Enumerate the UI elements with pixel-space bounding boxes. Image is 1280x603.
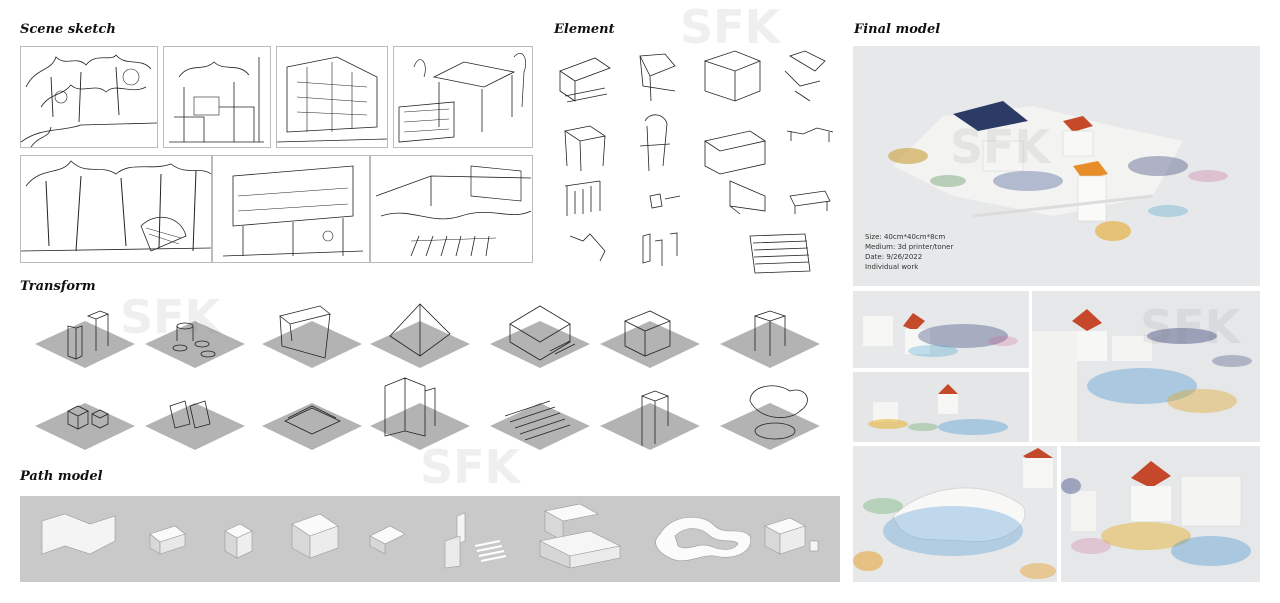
scene-sketch-6 xyxy=(212,155,370,263)
model-photo-detail-c xyxy=(1032,291,1260,442)
caption-medium: Medium: 3d printer/toner xyxy=(865,243,954,251)
playground-scene-sketch xyxy=(169,57,264,143)
final-model-main-photo: Size: 40cm*40cm*8cm Medium: 3d printer/t… xyxy=(853,46,1260,286)
final-model-photo-5 xyxy=(853,446,1057,582)
final-model-photo-2 xyxy=(853,291,1029,368)
model-caption: Size: 40cm*40cm*8cm Medium: 3d printer/t… xyxy=(865,232,953,272)
scene-sketch-4 xyxy=(393,46,533,148)
final-model-photo-6 xyxy=(1061,446,1260,582)
street-scene-sketch xyxy=(222,165,364,257)
transform-diamonds xyxy=(35,303,820,450)
element-line-drawings xyxy=(559,50,834,274)
transform-grid xyxy=(30,296,835,466)
path-model-forms xyxy=(41,503,819,569)
final-model-heading: Final model xyxy=(854,22,941,37)
scene-sketch-5 xyxy=(20,155,212,263)
scene-sketch-2 xyxy=(163,46,271,148)
path-model-band xyxy=(20,496,840,582)
caption-size: Size: 40cm*40cm*8cm xyxy=(865,233,946,241)
model-photo-detail-b xyxy=(853,372,1029,442)
final-model-photo-3 xyxy=(853,372,1029,442)
model-photo-detail-a xyxy=(853,291,1029,368)
element-grid xyxy=(555,46,845,276)
fence-path-scene-sketch xyxy=(375,165,532,257)
transform-heading: Transform xyxy=(20,279,96,294)
pavilion-scene-sketch xyxy=(398,52,527,143)
scene-sketch-1 xyxy=(20,46,158,148)
model-photo-detail-e xyxy=(1061,446,1260,582)
model-photo-detail-d xyxy=(853,446,1057,582)
scene-sketch-7 xyxy=(370,155,533,263)
element-heading: Element xyxy=(554,22,615,37)
forest-scene-sketch xyxy=(21,160,211,252)
path-model-heading: Path model xyxy=(20,469,103,484)
scene-sketch-heading: Scene sketch xyxy=(20,22,116,37)
caption-date: Date: 9/26/2022 xyxy=(865,253,923,261)
scene-sketch-3 xyxy=(276,46,388,148)
building-scene-sketch xyxy=(277,56,387,143)
tree-scene-sketch xyxy=(21,54,157,147)
final-model-photo-4 xyxy=(1032,291,1260,442)
caption-work: Individual work xyxy=(865,263,919,271)
model-photo-main xyxy=(853,46,1260,286)
